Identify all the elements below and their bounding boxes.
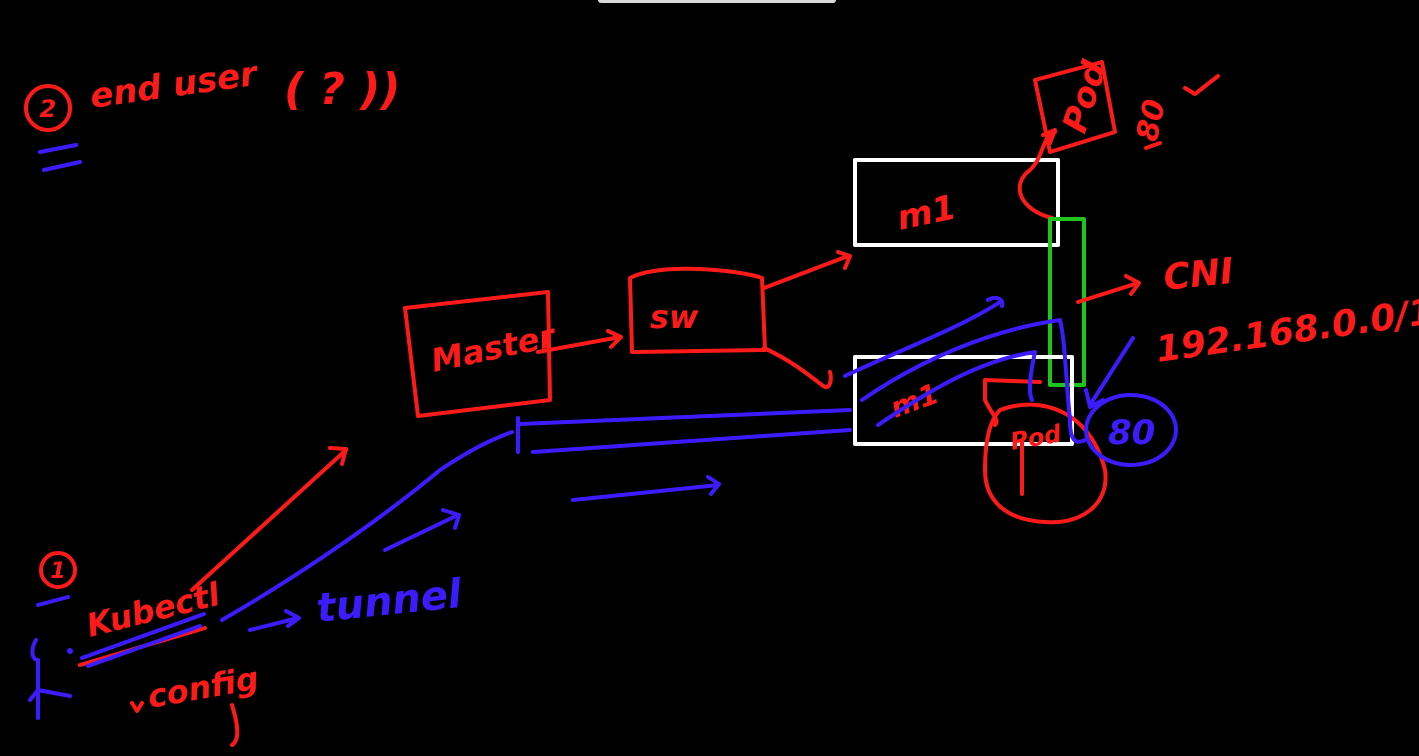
checkmark-icon xyxy=(1183,74,1220,96)
master-box xyxy=(403,290,552,418)
master-label: Master xyxy=(428,316,561,380)
cni-arrow-head xyxy=(1124,274,1141,296)
step-1-underline xyxy=(36,595,70,607)
tunnel-to-cni-curve-1 xyxy=(860,318,1087,444)
cni-arrow xyxy=(1076,281,1140,304)
kubectl-strike-blue xyxy=(80,612,206,668)
stick-figure-icon xyxy=(28,638,72,720)
tunnel-upper-line xyxy=(518,408,852,426)
cidr-to-pod-arrow xyxy=(1084,336,1135,409)
tunnel-label-arrow xyxy=(248,609,301,632)
tunnel-entry-curve xyxy=(220,430,514,622)
master-node: Master xyxy=(403,290,623,418)
switch-to-node-top-arrow xyxy=(762,250,852,290)
pod-top-port-underline xyxy=(1144,141,1162,150)
kubectl-to-master-arrow xyxy=(190,446,348,592)
end-user-note: 2 end user ( ? )) xyxy=(24,54,401,172)
cni-network: CNI 192.168.0.0/16 xyxy=(1048,217,1419,387)
pod-bottom: Pod 80 xyxy=(983,336,1178,525)
pod-top: Pod 80 xyxy=(1017,56,1220,220)
master-to-switch-arrow xyxy=(536,329,623,354)
switch-label: sw xyxy=(650,298,699,336)
step-2-underline xyxy=(38,143,82,172)
pod-top-connector-arrowhead xyxy=(1041,128,1057,145)
node-top-label: m1 xyxy=(894,187,960,238)
pod-bottom-label: Pod xyxy=(1008,419,1064,456)
step-1-circle xyxy=(39,551,77,589)
node-bottom-box xyxy=(853,355,1074,446)
tunnel-direction-arrow xyxy=(571,475,721,502)
tunnel-diagonal-arrow xyxy=(383,508,461,552)
tunnel-label: tunnel xyxy=(314,571,465,632)
port-bottom-label: 80 xyxy=(1108,413,1155,453)
config-tail xyxy=(230,703,240,747)
tunnel-lower-line xyxy=(531,428,852,454)
config-tick xyxy=(130,701,144,713)
switch: sw xyxy=(628,250,852,390)
tunnel-to-node-top-curve xyxy=(843,300,1002,378)
switch-to-node-bottom-arrow xyxy=(762,346,833,390)
tunnel-node-top-hook xyxy=(986,296,1005,308)
question-label: ( ? )) xyxy=(284,64,401,115)
tunnel-to-cni-curve-2 xyxy=(876,350,1037,427)
tunnel-lines xyxy=(220,296,1087,622)
step-2-circle xyxy=(24,84,72,132)
step-2-number: 2 xyxy=(40,95,57,123)
window-top-handle xyxy=(598,0,836,3)
cidr-label: 192.168.0.0/16 xyxy=(1154,288,1419,371)
port-bottom-circle xyxy=(1084,393,1178,467)
pod-top-port: 80 xyxy=(1130,96,1173,144)
end-user-label: end user xyxy=(88,54,262,117)
cni-label: CNI xyxy=(1162,251,1236,299)
switch-box xyxy=(628,266,767,354)
pod-top-connector xyxy=(1017,130,1057,220)
pod-bottom-tab xyxy=(983,378,1042,427)
config-label: config xyxy=(145,659,262,716)
pod-top-box xyxy=(1033,60,1117,154)
kubectl-user: 1 Kubectl config tunnel xyxy=(28,446,465,747)
step-1-number: 1 xyxy=(50,559,65,584)
node-top-box xyxy=(853,158,1060,247)
stick-figure-dot xyxy=(67,648,73,654)
